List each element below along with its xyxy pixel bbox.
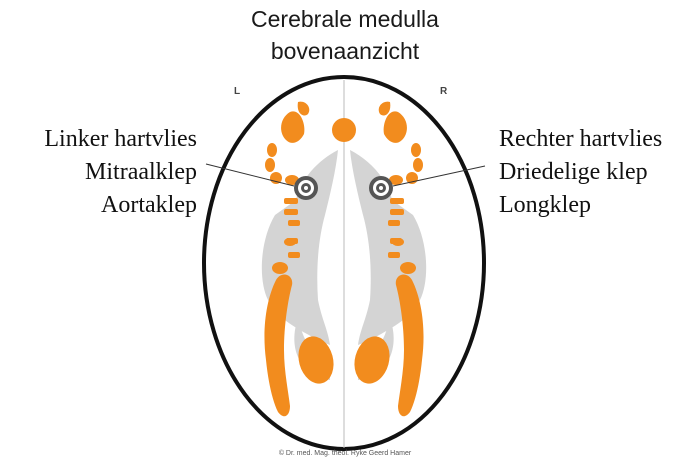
left-relay-b	[265, 158, 275, 172]
right-relay-b	[413, 158, 423, 172]
copyright-note: © Dr. med. Mag. theol. Ryke Geerd Hamer	[0, 450, 690, 457]
corner-label-left: L	[234, 86, 240, 97]
center-relay	[332, 118, 356, 142]
right-label-3: Longklep	[499, 190, 591, 220]
left-label-3: Aortaklep	[101, 190, 197, 220]
right-bar-2	[390, 209, 404, 215]
right-label-2: Driedelige klep	[499, 157, 648, 187]
left-bar-3	[288, 220, 300, 226]
right-label-1: Rechter hartvlies	[499, 124, 662, 154]
left-valve-target	[294, 176, 318, 200]
right-mid-relay	[392, 238, 404, 246]
right-valve-target	[369, 176, 393, 200]
right-relay-a	[411, 143, 421, 157]
left-label-2: Mitraalklep	[85, 157, 197, 187]
left-bar-5	[288, 252, 300, 258]
left-relay-a	[267, 143, 277, 157]
left-bar-1	[284, 198, 298, 204]
corner-label-right: R	[440, 86, 447, 97]
left-lower-relay	[272, 262, 288, 274]
right-lower-relay	[400, 262, 416, 274]
right-bar-5	[388, 252, 400, 258]
left-label-1: Linker hartvlies	[44, 124, 197, 154]
right-bar-3	[388, 220, 400, 226]
left-bar-2	[284, 209, 298, 215]
right-bar-1	[390, 198, 404, 204]
left-mid-relay	[284, 238, 296, 246]
